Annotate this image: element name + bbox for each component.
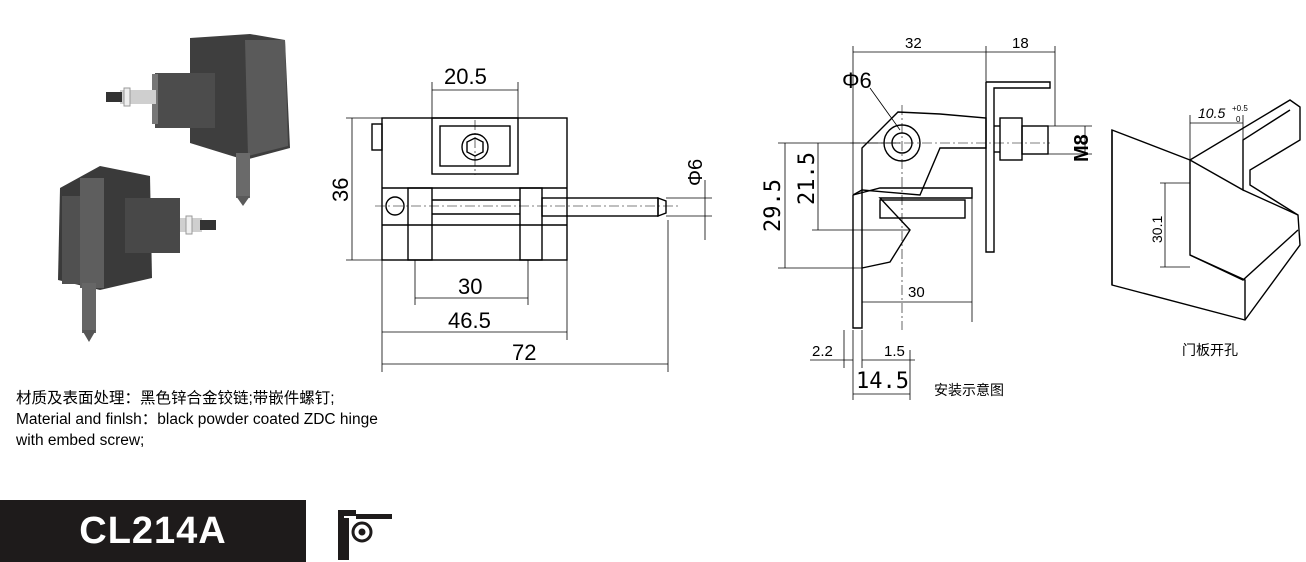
dim-inner-width: 30 [458, 274, 482, 299]
dim-cutout-tol-lower: 0 [1236, 115, 1241, 124]
hinge-body-outline [381, 117, 568, 261]
dim-mid-width: 46.5 [448, 308, 491, 333]
material-line-en-2: with embed screw; [16, 432, 145, 449]
material-line-cn: 材质及表面处理：黑色锌合金铰链;带嵌件螺钉; [16, 390, 335, 407]
material-line-en-1: Material and finlsh：black powder coated … [16, 411, 378, 428]
dim-right-gap: 1.5 [884, 343, 905, 360]
dim-install-depth: 30 [908, 284, 925, 301]
dim-install-32: 32 [905, 35, 922, 52]
door-cutout-caption: 门板开孔 [1182, 342, 1238, 358]
dim-pin-diameter: Φ6 [685, 159, 707, 186]
dim-hole-diameter: Φ6 [842, 68, 872, 93]
install-diagram-caption: 安装示意图 [934, 382, 1004, 398]
dim-height: 36 [328, 178, 353, 202]
dim-cutout-height: 30.1 [1149, 216, 1165, 243]
install-diagram: 32 18 Φ6 M8 29.5 21.5 30 2.2 1.5 14.5 [761, 35, 1093, 400]
dim-bottom-width: 14.5 [856, 369, 909, 394]
dim-total-length: 72 [512, 340, 536, 365]
dim-left-gap: 2.2 [812, 343, 833, 360]
dim-cutout-width: 10.5 [1198, 105, 1225, 121]
dim-install-18: 18 [1012, 35, 1029, 52]
dim-cutout-tol-upper: +0.5 [1232, 104, 1248, 113]
material-description: 材质及表面处理：黑色锌合金铰链;带嵌件螺钉; Material and finl… [16, 388, 456, 451]
dim-height-21-5: 21.5 [795, 152, 820, 205]
model-code: CL214A [79, 509, 227, 552]
dim-height-29-5: 29.5 [761, 179, 786, 232]
hinge-symbol-icon [338, 510, 392, 560]
front-view-drawing: 20.5 36 Φ6 30 46.5 72 [328, 64, 712, 372]
model-code-bar: CL214A [0, 500, 306, 562]
hinge-photo-bottom [58, 166, 216, 342]
dim-thread-m8: M8 [1071, 134, 1093, 162]
dim-top-width: 20.5 [444, 64, 487, 89]
hinge-photo-top [106, 34, 290, 206]
product-photos [58, 34, 290, 342]
door-cutout-diagram: 10.5 +0.5 0 30.1 [1111, 99, 1301, 321]
